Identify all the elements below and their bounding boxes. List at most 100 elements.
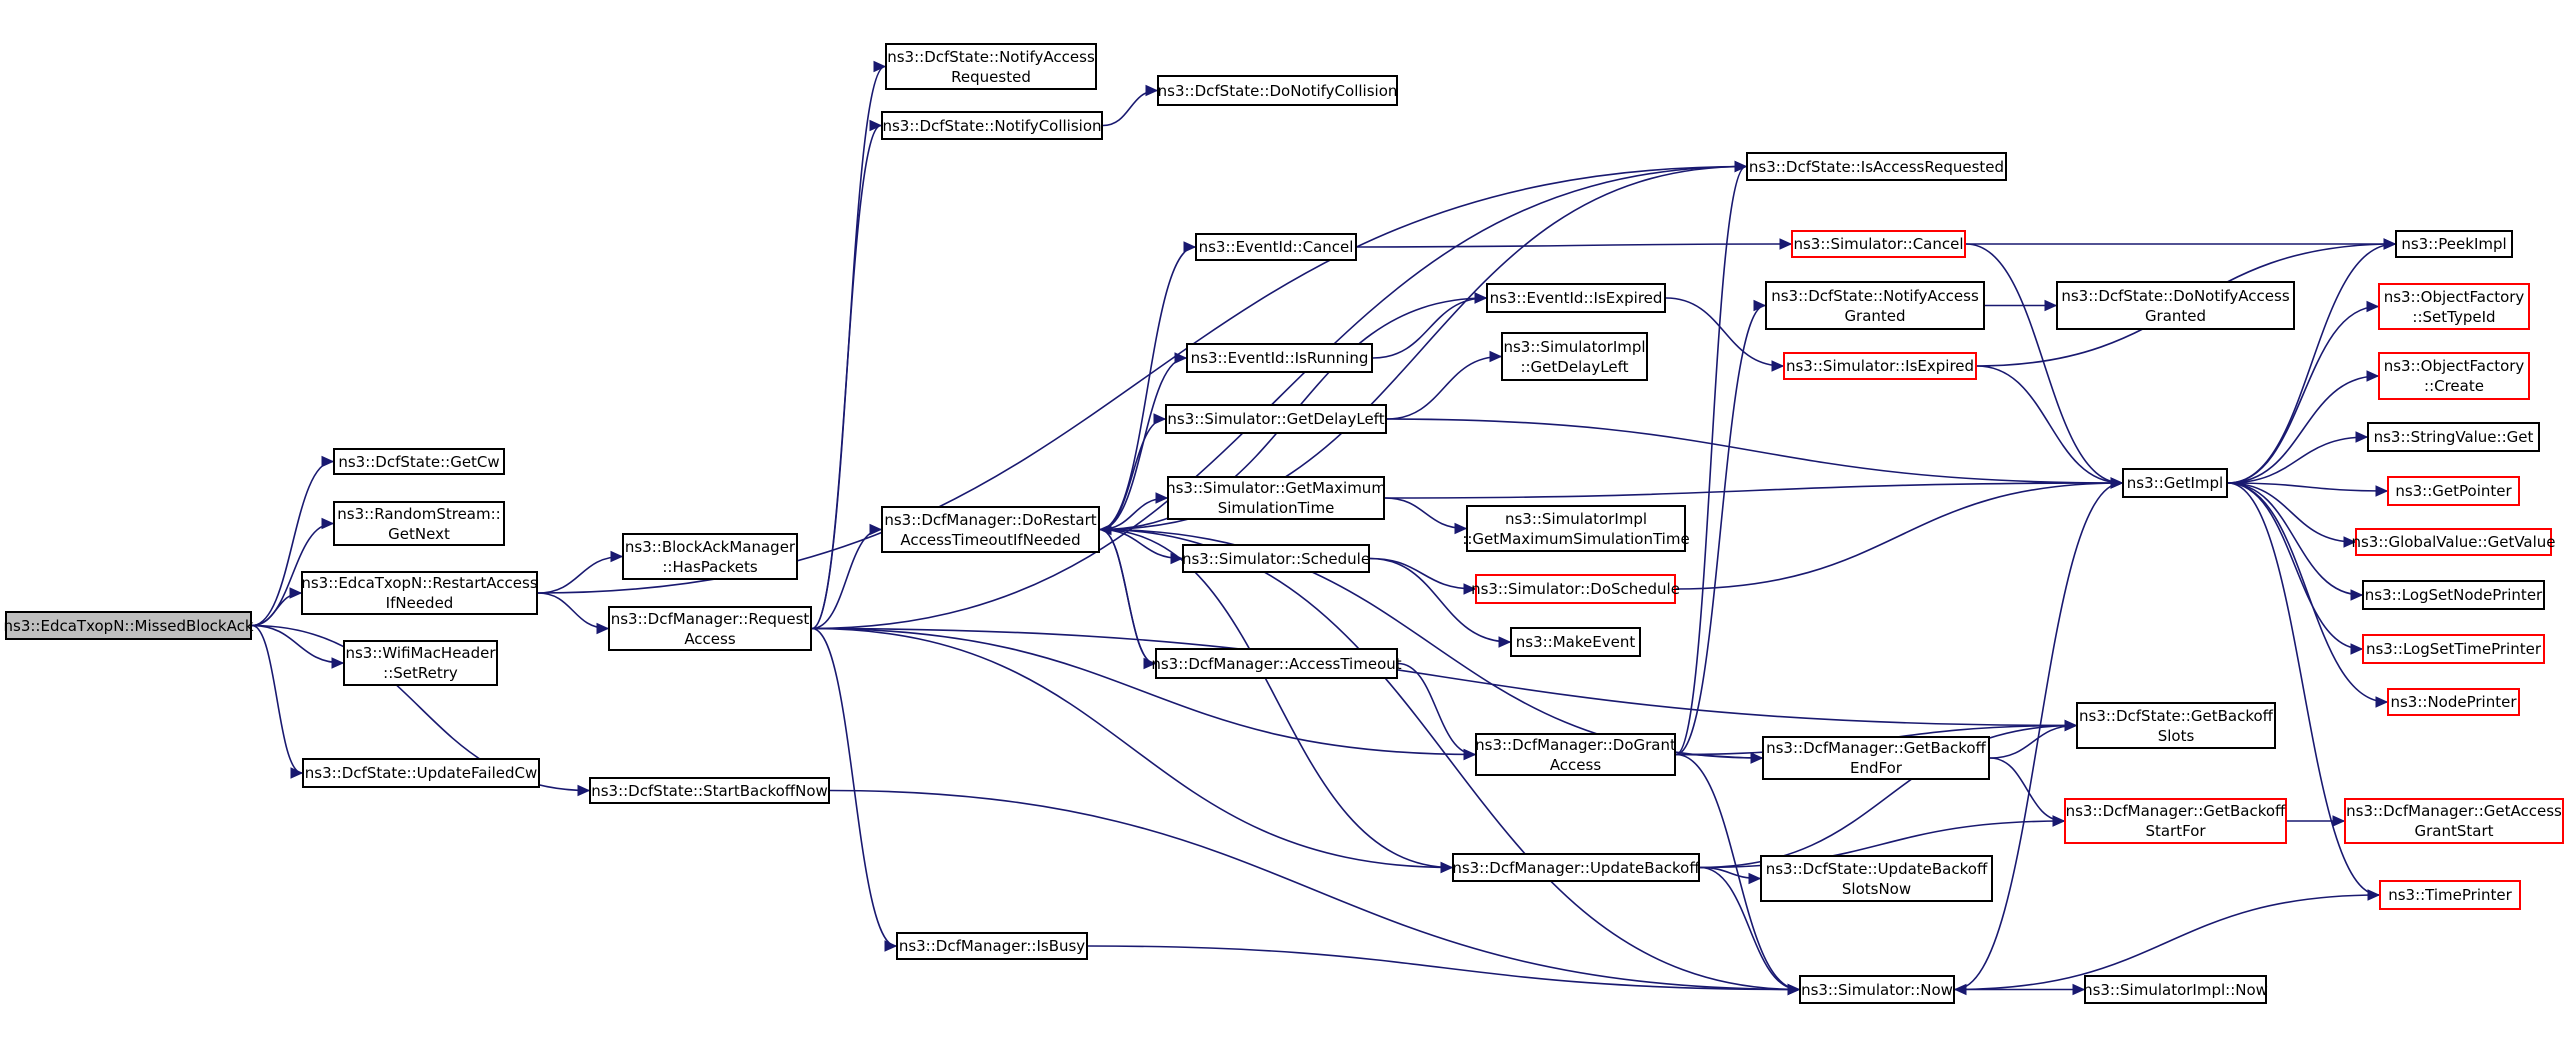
node-updatefailedcw[interactable]: ns3::DcfState::UpdateFailedCw xyxy=(302,758,540,788)
edge-arrowhead xyxy=(1153,413,1167,425)
edge-arrowhead xyxy=(1174,352,1188,364)
node-timeprinter[interactable]: ns3::TimePrinter xyxy=(2379,880,2521,910)
node-label-line: ns3::WifiMacHeader xyxy=(345,644,496,662)
node-label-line: Granted xyxy=(1844,306,1906,325)
node-label-line: ::GetDelayLeft xyxy=(1520,357,1629,376)
edge-arrowhead xyxy=(2366,300,2380,313)
edge-getimpl-to-globalvalueget xyxy=(2227,482,2356,543)
edge-getbackoffendfor-to-getbackoffslots xyxy=(1989,724,2077,759)
edge-simgetmaxsim-to-simimplgetmax xyxy=(1384,497,1467,530)
node-simdoschedule[interactable]: ns3::Simulator::DoSchedule xyxy=(1471,574,1680,604)
edge-eventcancel-to-simcancel xyxy=(1356,243,1792,248)
node-label-line: ns3::Simulator::IsExpired xyxy=(1785,357,1975,375)
node-simimplnow[interactable]: ns3::SimulatorImpl::Now xyxy=(2083,975,2268,1004)
node-label-line: ns3::Simulator::GetMaximum xyxy=(1166,479,1386,497)
node-stringvalueget[interactable]: ns3::StringValue::Get xyxy=(2367,422,2540,452)
edge-simgetdelayleft-to-getimpl xyxy=(1386,418,2123,484)
edge-arrowhead xyxy=(321,517,335,530)
edge-getimpl-to-logsettimeprinter xyxy=(2227,482,2363,650)
edge-arrowhead xyxy=(1734,160,1748,173)
node-notifycollision[interactable]: ns3::DcfState::NotifyCollision xyxy=(881,111,1103,140)
node-simimplgetmax[interactable]: ns3::SimulatorImpl::GetMaximumSimulation… xyxy=(1462,505,1690,552)
node-simschedule[interactable]: ns3::Simulator::Schedule xyxy=(1182,544,1370,573)
node-logsetnodeprinter[interactable]: ns3::LogSetNodePrinter xyxy=(2362,580,2545,610)
node-setretry[interactable]: ns3::WifiMacHeader::SetRetry xyxy=(343,640,498,686)
edge-simgetdelayleft-to-simimplgetdelayleft xyxy=(1386,355,1502,420)
node-ofsettypeid[interactable]: ns3::ObjectFactory::SetTypeId xyxy=(2378,283,2530,330)
edge-arrowhead xyxy=(2350,589,2364,601)
edge-restartaccess-to-haspackets xyxy=(537,555,623,594)
edge-arrowhead xyxy=(2343,536,2357,548)
edge-arrowhead xyxy=(2350,643,2364,655)
node-startbackoffnow[interactable]: ns3::DcfState::StartBackoffNow xyxy=(589,777,830,804)
edge-arrowhead xyxy=(873,60,887,73)
node-simcancel[interactable]: ns3::Simulator::Cancel xyxy=(1791,230,1966,258)
node-getpointer[interactable]: ns3::GetPointer xyxy=(2387,476,2520,506)
node-accesstimeout[interactable]: ns3::DcfManager::AccessTimeout xyxy=(1151,648,1402,679)
node-simimplgetdelayleft[interactable]: ns3::SimulatorImpl::GetDelayLeft xyxy=(1501,332,1648,381)
edge-arrowhead xyxy=(2110,477,2124,489)
node-nodeprinter[interactable]: ns3::NodePrinter xyxy=(2387,688,2520,716)
edge-eventisrunning-to-eventisexpired xyxy=(1372,297,1487,359)
edge-missed-to-setretry xyxy=(251,624,344,664)
node-eventisrunning[interactable]: ns3::EventId::IsRunning xyxy=(1186,343,1373,373)
node-peekimpl[interactable]: ns3::PeekImpl xyxy=(2395,230,2513,258)
node-haspackets[interactable]: ns3::BlockAckManager::HasPackets xyxy=(622,533,798,580)
edge-arrowhead xyxy=(1771,360,1785,372)
node-isbusy[interactable]: ns3::DcfManager::IsBusy xyxy=(896,932,1088,960)
edge-arrowhead xyxy=(1145,84,1159,97)
node-globalvalueget[interactable]: ns3::GlobalValue::GetValue xyxy=(2351,528,2556,556)
node-label-line: ns3::DcfState::GetCw xyxy=(338,452,500,471)
node-label-line: ns3::DcfManager::DoGrant xyxy=(1475,735,1676,754)
node-makeevent[interactable]: ns3::MakeEvent xyxy=(1510,627,1641,657)
node-getimpl[interactable]: ns3::GetImpl xyxy=(2122,468,2228,498)
node-label-line: ns3::DcfState::GetBackoff xyxy=(2079,706,2273,725)
node-eventcancel[interactable]: ns3::EventId::Cancel xyxy=(1195,233,1357,261)
edge-arrowhead xyxy=(1748,872,1762,885)
node-simgetdelayleft[interactable]: ns3::Simulator::GetDelayLeft xyxy=(1165,404,1387,434)
node-label-line: IfNeeded xyxy=(385,594,454,612)
node-label-line: ns3::LogSetTimePrinter xyxy=(2365,640,2541,658)
node-getcw[interactable]: ns3::DcfState::GetCw xyxy=(333,448,505,475)
node-rsgetnext[interactable]: ns3::RandomStream::GetNext xyxy=(333,501,505,546)
node-label-line: ::SetRetry xyxy=(383,664,458,682)
edge-requestaccess-to-dorestart xyxy=(811,528,882,630)
edge-dorestart-to-updatebackoff xyxy=(1099,528,1453,869)
node-label-line: Requested xyxy=(951,67,1031,86)
edge-arrowhead xyxy=(1787,983,1801,996)
node-ofcreate[interactable]: ns3::ObjectFactory::Create xyxy=(2378,352,2530,400)
node-simisexpired[interactable]: ns3::Simulator::IsExpired xyxy=(1783,352,1977,380)
node-label-line: ns3::ObjectFactory xyxy=(2383,287,2525,306)
node-eventisexpired[interactable]: ns3::EventId::IsExpired xyxy=(1486,283,1666,313)
node-label-line: ns3::Simulator::Cancel xyxy=(1793,235,1964,253)
node-updatebackoff[interactable]: ns3::DcfManager::UpdateBackoff xyxy=(1452,853,1700,882)
edge-arrowhead xyxy=(2366,370,2380,382)
node-label-line: ns3::EdcaTxopN::RestartAccess xyxy=(301,574,538,592)
edge-arrowhead xyxy=(1498,636,1512,648)
node-logsettimeprinter[interactable]: ns3::LogSetTimePrinter xyxy=(2362,634,2545,664)
node-label-line: SlotsNow xyxy=(1841,879,1912,898)
edge-arrowhead xyxy=(1463,748,1477,761)
node-donotifycollision[interactable]: ns3::DcfState::DoNotifyCollision xyxy=(1157,75,1398,106)
edge-getimpl-to-logsetnodeprinter xyxy=(2227,482,2363,596)
edge-dogrant-to-notifyaccessgranted xyxy=(1675,304,1766,756)
node-simnow[interactable]: ns3::Simulator::Now xyxy=(1799,975,1955,1004)
edge-arrowhead xyxy=(869,523,883,536)
edge-arrowhead xyxy=(1463,583,1477,595)
node-isaccessrequested[interactable]: ns3::DcfState::IsAccessRequested xyxy=(1746,152,2007,181)
edge-startbackoffnow-to-simnow xyxy=(829,789,1800,991)
edge-arrowhead xyxy=(1440,861,1454,874)
